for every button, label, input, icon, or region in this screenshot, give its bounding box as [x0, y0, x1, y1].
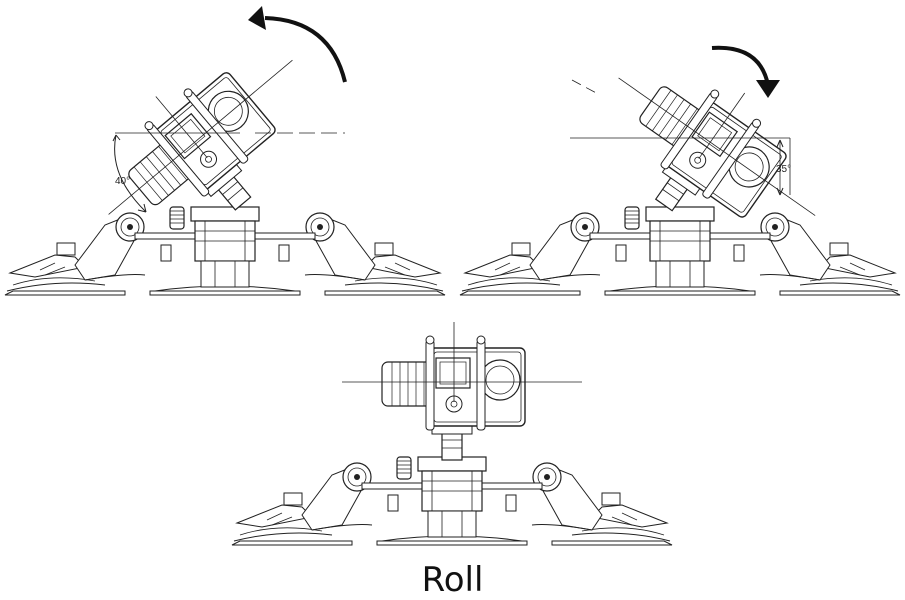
center-view: [231, 321, 673, 546]
diagram-title: Roll: [421, 560, 484, 600]
left-angle-label: 40°: [115, 176, 130, 187]
right-view: 35°: [459, 28, 901, 296]
right-angle-label: 35°: [776, 164, 791, 175]
left-view: 40°: [4, 6, 446, 296]
